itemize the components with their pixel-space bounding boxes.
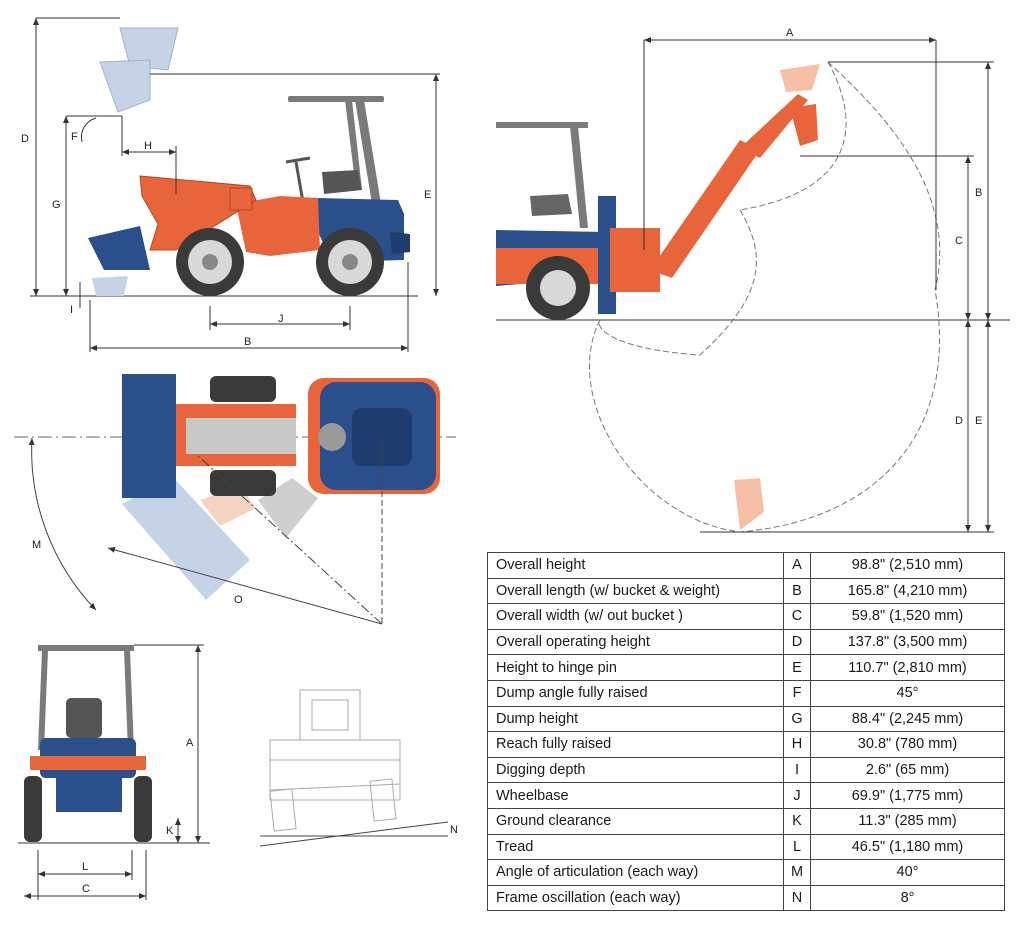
- spec-item: Digging depth: [487, 756, 784, 784]
- dim-label-e: E: [424, 189, 431, 201]
- raised-bucket-ghost: [99, 27, 179, 113]
- spec-item: Height to hinge pin: [487, 654, 784, 681]
- spec-item: Dump height: [487, 705, 784, 733]
- spec-code: D: [783, 628, 811, 656]
- dim-label-g: G: [52, 199, 61, 211]
- dim-label-i: I: [70, 304, 73, 316]
- spec-value: 11.3" (285 mm): [810, 807, 1005, 835]
- spec-item: Angle of articulation (each way): [487, 859, 784, 886]
- spec-code: I: [783, 756, 811, 784]
- dim-label-a: A: [186, 737, 194, 749]
- spec-item: Overall height: [487, 552, 784, 579]
- spec-code: L: [783, 833, 811, 861]
- front-wheel: [176, 228, 244, 296]
- dim-label-m: M: [32, 539, 41, 551]
- spec-item: Ground clearance: [487, 807, 784, 835]
- spec-value: 137.8" (3,500 mm): [810, 628, 1005, 656]
- spec-code: M: [783, 859, 811, 886]
- spec-code: J: [783, 782, 811, 809]
- rops-canopy: [288, 96, 384, 210]
- spec-code: N: [783, 884, 811, 912]
- spec-value: 45°: [810, 679, 1005, 707]
- dim-label-d: D: [21, 133, 29, 145]
- backhoe-view: A B C D E: [496, 27, 1010, 533]
- spec-item: Overall length (w/ bucket & weight): [487, 577, 784, 605]
- spec-value: 8°: [810, 884, 1005, 912]
- dim-label-n: N: [450, 824, 458, 836]
- spec-value: 2.6" (65 mm): [810, 756, 1005, 784]
- spec-code: H: [783, 731, 811, 758]
- dim-label-c: C: [82, 883, 90, 895]
- spec-value: 59.8" (1,520 mm): [810, 603, 1005, 630]
- front-frame: [236, 196, 320, 256]
- spec-item: Frame oscillation (each way): [487, 884, 784, 912]
- bucket-top: [122, 374, 176, 498]
- spec-code: F: [783, 679, 811, 707]
- dim-label-k: K: [166, 825, 174, 837]
- dim-label-o: O: [234, 594, 243, 606]
- backhoe-boom: [650, 140, 760, 278]
- seat: [322, 170, 362, 194]
- spec-value: 40°: [810, 859, 1005, 886]
- spec-code: C: [783, 603, 811, 630]
- rear-wheel: [316, 228, 384, 296]
- spec-code: A: [783, 552, 811, 579]
- spec-code: G: [783, 705, 811, 733]
- dim-label-l: L: [82, 861, 88, 873]
- dim-label-c: C: [955, 235, 963, 247]
- spec-item: Tread: [487, 833, 784, 861]
- dim-label-b: B: [975, 187, 982, 199]
- side-view-loader: D F G H E I J B: [21, 17, 440, 352]
- dim-label-j: J: [278, 313, 284, 325]
- spec-value: 110.7" (2,810 mm): [810, 654, 1005, 681]
- dim-label-h: H: [144, 140, 152, 152]
- spec-code: E: [783, 654, 811, 681]
- front-view: A K L C: [18, 644, 210, 900]
- spec-value: 98.8" (2,510 mm): [810, 552, 1005, 579]
- oscillation-view: N: [259, 689, 458, 847]
- spec-item: Overall operating height: [487, 628, 784, 656]
- spec-code: K: [783, 807, 811, 835]
- spec-item: Dump angle fully raised: [487, 679, 784, 707]
- dim-label-e: E: [975, 415, 982, 427]
- top-view-articulation: M O: [14, 374, 456, 625]
- spec-value: 165.8" (4,210 mm): [810, 577, 1005, 605]
- dim-label-a: A: [786, 27, 794, 39]
- spec-code: B: [783, 577, 811, 605]
- spec-item: Overall width (w/ out bucket ): [487, 603, 784, 630]
- spec-value: 69.9" (1,775 mm): [810, 782, 1005, 809]
- loader-bucket: [88, 226, 150, 270]
- spec-value: 30.8" (780 mm): [810, 731, 1005, 758]
- spec-value: 46.5" (1,180 mm): [810, 833, 1005, 861]
- dim-label-f: F: [71, 131, 78, 143]
- dim-label-b: B: [244, 336, 251, 348]
- spec-item: Reach fully raised: [487, 731, 784, 758]
- spec-value: 88.4" (2,245 mm): [810, 705, 1005, 733]
- spec-item: Wheelbase: [487, 782, 784, 809]
- dim-label-d: D: [955, 415, 963, 427]
